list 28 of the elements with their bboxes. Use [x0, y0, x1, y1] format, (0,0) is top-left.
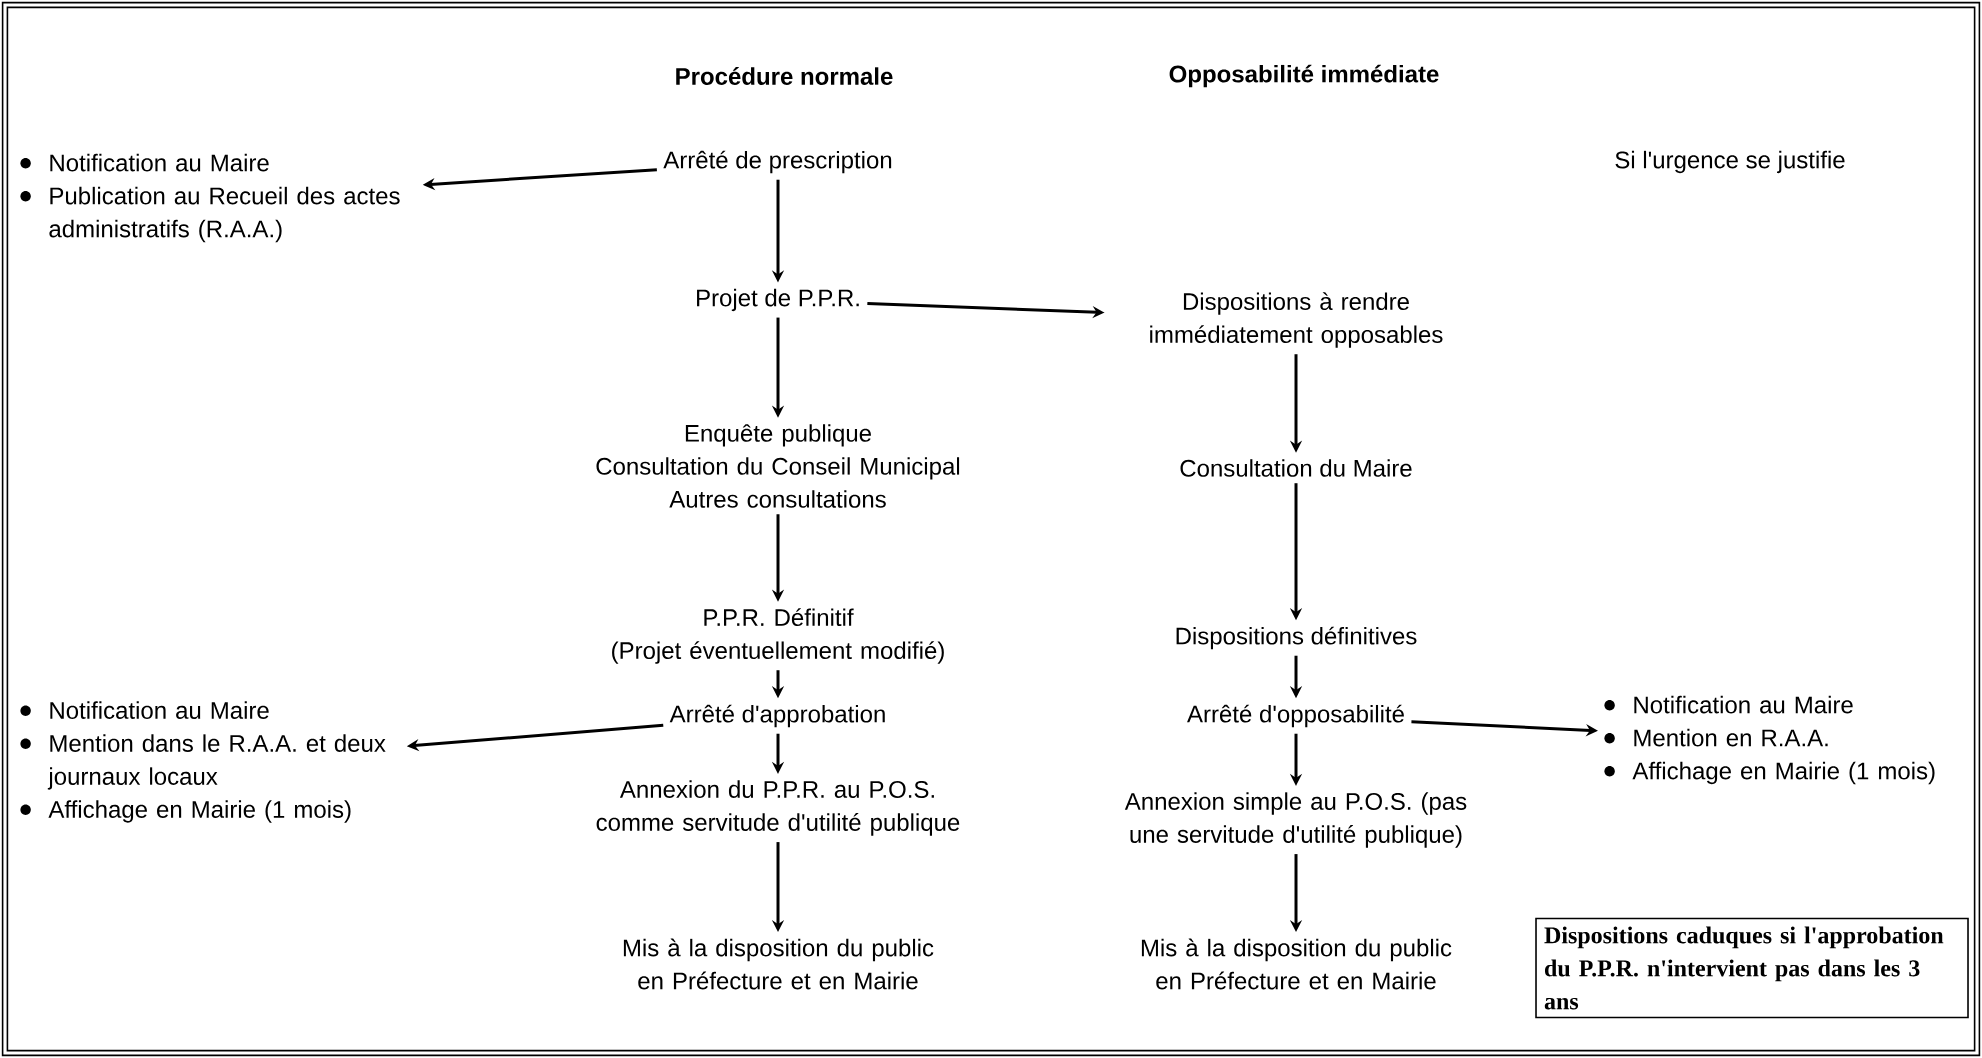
column-heading: Opposabilité immédiate [1169, 64, 1439, 88]
list-item: Publication au Recueil des actes administratifs (R.A.A.) [49, 186, 400, 243]
step-text: Projet de P.P.R. [697, 288, 859, 312]
list-item: Affichage en Mairie (1 mois) [1632, 761, 1935, 785]
step-text: Consultation du Maire [1180, 459, 1412, 477]
step-text: Enquête publique [685, 424, 871, 447]
step-text: Dispositions définitives [1176, 626, 1417, 650]
step-text: Annexion du P.P.R. au P.O.S. comme servitude d'utilité publique [596, 780, 960, 836]
column-heading: Procédure normale [676, 67, 893, 85]
step-text: Arrêté d'opposabilité [1187, 704, 1404, 728]
step-text: P.P.R. Définitif [704, 608, 854, 627]
list-item: Mention en R.A.A. [1634, 728, 1828, 747]
step-text: Annexion simple au P.O.S. (pas une servitude d'utilité publique) [1124, 792, 1467, 848]
step-text: Dispositions à rendre immédiatement opposables [1150, 292, 1443, 348]
step-text: Mis à la disposition du public en Préfecture et en Mairie [1141, 938, 1452, 990]
step-text: Consultation du Conseil Municipal [596, 457, 960, 480]
step-text: Mis à la disposition du public en Préfecture et en Mairie [623, 938, 934, 990]
step-text: Arrêté d'approbation [669, 704, 885, 728]
list-item: Affichage en Mairie (1 mois) [48, 800, 351, 823]
step-text: Arrêté de prescription [663, 150, 892, 174]
list-item: Notification au Maire [1634, 695, 1853, 714]
list-item: Notification au Maire [50, 701, 269, 719]
list-item: Mention dans le R.A.A. et deux journaux locaux [47, 734, 386, 790]
condition-text: Si l'urgence se justifie [1615, 150, 1845, 174]
list-item: Notification au Maire [50, 153, 269, 172]
note-box: Dispositions caduques si l'approbation du P.P.R. n'intervient pas dans les 3 ans [1535, 917, 1969, 1019]
step-text: (Projet éventuellement modifié) [612, 641, 944, 664]
step-text: Autres consultations [669, 490, 886, 508]
